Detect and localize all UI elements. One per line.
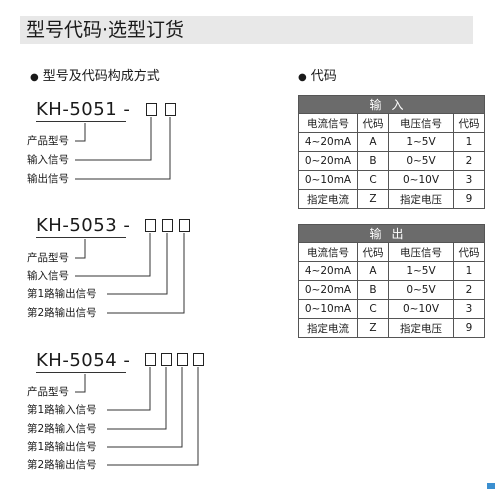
header-cell: 电压信号 bbox=[388, 242, 454, 262]
section-header: 型号代码·选型订货 bbox=[20, 16, 473, 44]
table-cell: 3 bbox=[453, 170, 485, 190]
table-cell: 2 bbox=[453, 151, 485, 171]
table-cell: 1~5V bbox=[388, 132, 454, 152]
bullet-icon: ● bbox=[30, 72, 39, 83]
table-cell: B bbox=[357, 151, 389, 171]
table-row: 4~20mA A 1~5V 1 bbox=[298, 132, 485, 152]
table-cell: 0~20mA bbox=[298, 151, 358, 171]
table-header-row: 电流信号 代码 电压信号 代码 bbox=[298, 242, 485, 262]
table-header-row: 电流信号 代码 电压信号 代码 bbox=[298, 113, 485, 133]
code-box bbox=[165, 103, 176, 116]
table-cell: 指定电流 bbox=[298, 318, 358, 338]
label-input-signal: 输入信号 bbox=[27, 154, 69, 166]
code-heading-text: 代码 bbox=[310, 69, 337, 84]
table-cell: 1~5V bbox=[388, 261, 454, 281]
label-output-signal: 输出信号 bbox=[27, 173, 69, 185]
table-cell: 0~10mA bbox=[298, 170, 358, 190]
table-cell: 1 bbox=[453, 261, 485, 281]
page-title: 型号代码·选型订货 bbox=[26, 19, 185, 41]
model-code-title: KH-5054 - bbox=[36, 350, 131, 371]
bullet-icon: ● bbox=[298, 72, 307, 83]
table-band: 输出 bbox=[298, 224, 485, 243]
label-product-model: 产品型号 bbox=[27, 135, 69, 147]
table-cell: 0~10V bbox=[388, 170, 454, 190]
table-cell: C bbox=[357, 299, 389, 319]
model-code-title: KH-5053 - bbox=[36, 215, 131, 236]
table-row: 0~20mA B 0~5V 2 bbox=[298, 280, 485, 300]
label-input-1: 第1路输入信号 bbox=[27, 404, 97, 416]
table-band: 输入 bbox=[298, 95, 485, 114]
table-row: 指定电流 Z 指定电压 9 bbox=[298, 318, 485, 338]
table-row: 4~20mA A 1~5V 1 bbox=[298, 261, 485, 281]
table-cell: 0~10mA bbox=[298, 299, 358, 319]
output-code-table: 输出 电流信号 代码 电压信号 代码 4~20mA A 1~5V 1 0~20m… bbox=[298, 224, 485, 338]
table-cell: Z bbox=[357, 318, 389, 338]
code-box bbox=[193, 353, 204, 366]
label-product-model: 产品型号 bbox=[27, 252, 69, 264]
model-underline bbox=[36, 372, 126, 373]
code-heading: ●代码 bbox=[298, 69, 337, 86]
table-cell: 0~20mA bbox=[298, 280, 358, 300]
header-cell: 代码 bbox=[357, 113, 389, 133]
corner-accent bbox=[487, 483, 495, 489]
header-cell: 代码 bbox=[453, 242, 485, 262]
table-cell: 指定电压 bbox=[388, 318, 454, 338]
header-cell: 代码 bbox=[357, 242, 389, 262]
header-cell: 代码 bbox=[453, 113, 485, 133]
code-box bbox=[145, 353, 156, 366]
table-cell: 0~5V bbox=[388, 151, 454, 171]
label-input-2: 第2路输入信号 bbox=[27, 423, 97, 435]
code-box bbox=[179, 219, 190, 232]
model-code-title: KH-5051 - bbox=[36, 99, 131, 120]
header-cell: 电流信号 bbox=[298, 242, 358, 262]
code-box bbox=[161, 353, 172, 366]
header-cell: 电流信号 bbox=[298, 113, 358, 133]
table-cell: 4~20mA bbox=[298, 132, 358, 152]
model-code-heading: ●型号及代码构成方式 bbox=[30, 69, 160, 86]
code-box bbox=[162, 219, 173, 232]
table-row: 0~10mA C 0~10V 3 bbox=[298, 170, 485, 190]
table-cell: 指定电压 bbox=[388, 189, 454, 209]
table-cell: 4~20mA bbox=[298, 261, 358, 281]
table-row: 0~10mA C 0~10V 3 bbox=[298, 299, 485, 319]
label-input-signal: 输入信号 bbox=[27, 270, 69, 282]
label-product-model: 产品型号 bbox=[27, 386, 69, 398]
table-cell: 1 bbox=[453, 132, 485, 152]
code-box bbox=[145, 219, 156, 232]
label-output-1: 第1路输出信号 bbox=[27, 441, 97, 453]
code-box bbox=[146, 103, 157, 116]
table-cell: Z bbox=[357, 189, 389, 209]
table-cell: 0~5V bbox=[388, 280, 454, 300]
label-output-2: 第2路输出信号 bbox=[27, 459, 97, 471]
table-cell: 9 bbox=[453, 318, 485, 338]
table-cell: 2 bbox=[453, 280, 485, 300]
table-cell: 指定电流 bbox=[298, 189, 358, 209]
table-cell: B bbox=[357, 280, 389, 300]
table-row: 指定电流 Z 指定电压 9 bbox=[298, 189, 485, 209]
label-output-2: 第2路输出信号 bbox=[27, 307, 97, 319]
table-cell: 9 bbox=[453, 189, 485, 209]
input-code-table: 输入 电流信号 代码 电压信号 代码 4~20mA A 1~5V 1 0~20m… bbox=[298, 95, 485, 209]
table-cell: A bbox=[357, 132, 389, 152]
table-cell: C bbox=[357, 170, 389, 190]
table-cell: 0~10V bbox=[388, 299, 454, 319]
model-code-heading-text: 型号及代码构成方式 bbox=[42, 69, 160, 84]
table-cell: 3 bbox=[453, 299, 485, 319]
table-cell: A bbox=[357, 261, 389, 281]
code-box bbox=[177, 353, 188, 366]
header-cell: 电压信号 bbox=[388, 113, 454, 133]
label-output-1: 第1路输出信号 bbox=[27, 288, 97, 300]
table-row: 0~20mA B 0~5V 2 bbox=[298, 151, 485, 171]
